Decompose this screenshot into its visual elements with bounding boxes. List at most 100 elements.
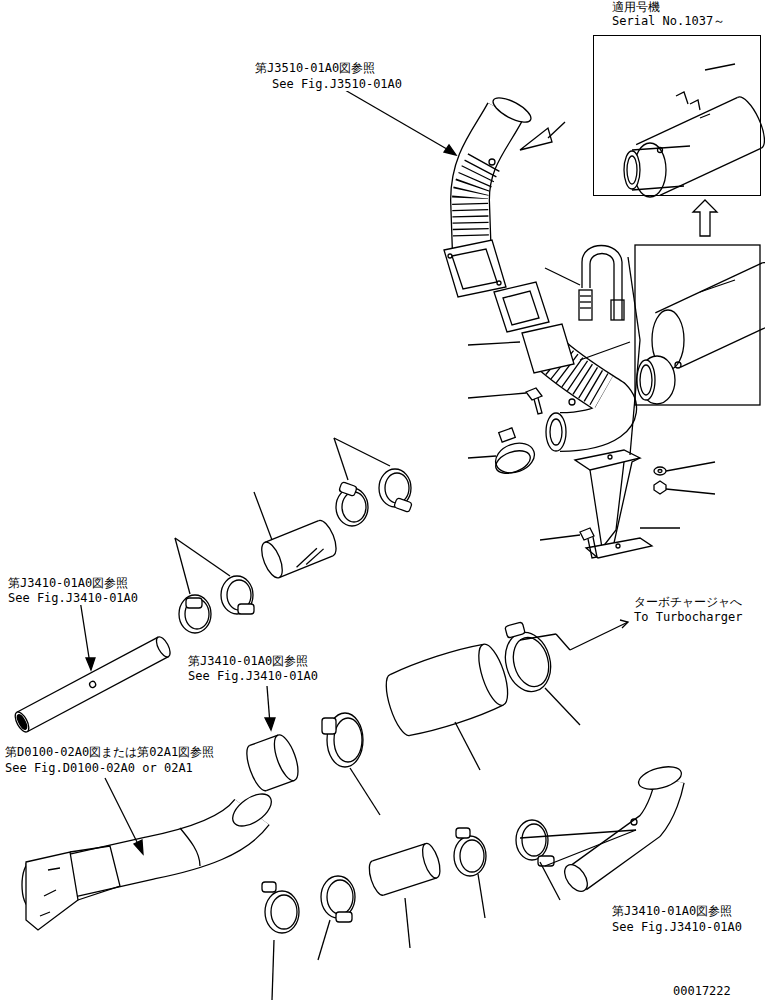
clamp-upper-right <box>499 627 557 696</box>
short-hose <box>303 549 326 565</box>
bottom-clamps <box>336 912 352 922</box>
reference-note: 第J3410-01A0図参照 <box>7 576 129 590</box>
reference-note: To Turbocharger <box>633 610 743 624</box>
long-pipe <box>12 635 172 734</box>
elbow-pipe <box>180 828 200 866</box>
leader-line <box>570 622 628 650</box>
clamp-pair-lower <box>185 599 209 629</box>
serial-inset-box: 適用号機Serial No.1037～ <box>593 0 761 196</box>
leader-line <box>350 768 380 815</box>
bottom-hose <box>366 841 444 897</box>
long-pipe <box>27 657 168 732</box>
clamp-upper-right <box>505 622 525 638</box>
lower-bellows <box>522 324 574 373</box>
clamp-pair-lower <box>221 576 253 614</box>
large-hose <box>381 675 410 739</box>
bottom-clamps <box>327 880 353 914</box>
inset-muffler-lower <box>640 365 652 395</box>
inset-muffler-lower <box>681 317 765 367</box>
elbow-pipe <box>227 788 277 833</box>
reference-note: See Fig.J3410-01A0 <box>187 669 319 683</box>
bottom-pipe <box>560 861 592 896</box>
washer-nut <box>654 467 666 494</box>
bottom-clamps-right <box>454 836 486 876</box>
lower-bellows <box>522 324 617 451</box>
leader-line <box>455 722 480 770</box>
inset-muffler-upper <box>624 64 765 197</box>
upper-hose <box>520 128 552 150</box>
clamp-mid <box>322 713 363 767</box>
short-hose <box>257 518 340 581</box>
gasket <box>503 291 539 325</box>
gasket <box>494 282 549 332</box>
u-bolt <box>611 300 624 320</box>
large-hose <box>410 705 504 738</box>
leader-line <box>175 538 230 576</box>
u-bolt <box>579 246 624 321</box>
washer-nut <box>654 467 666 475</box>
lower-bellows <box>569 399 575 405</box>
lower-bellows <box>546 413 566 451</box>
inset-muffler-lower <box>635 245 765 405</box>
flange <box>448 254 452 258</box>
leader-line <box>345 90 452 152</box>
hose-clamp <box>493 446 534 477</box>
inset-frame <box>593 35 761 196</box>
long-pipe <box>12 635 172 734</box>
long-pipe <box>17 637 169 732</box>
elbow-pipe <box>70 846 120 900</box>
bottom-clamps-right <box>460 840 484 872</box>
inset-muffler-lower <box>762 259 765 318</box>
washer-nut <box>654 481 666 494</box>
leader-line <box>265 718 275 730</box>
leader-line <box>105 778 140 848</box>
pipe-stub <box>242 732 303 793</box>
upper-hose <box>489 159 495 165</box>
leader-line <box>334 438 390 466</box>
drawing-number: 00017222 <box>672 984 732 998</box>
clamp-upper-right <box>508 633 554 690</box>
large-hose <box>389 641 483 674</box>
leader-line <box>468 342 520 345</box>
reference-note: 第D0100-02A0図または第02A1図参照 <box>4 745 215 759</box>
bottom-clamps-right <box>538 856 554 866</box>
inset-muffler-upper <box>636 97 738 144</box>
bottom-clamps <box>262 882 276 892</box>
leader-line <box>666 462 715 471</box>
short-hose <box>257 518 340 581</box>
bottom-pipe <box>578 780 670 878</box>
clamp-pair-upper <box>342 492 366 522</box>
inset-muffler-upper <box>676 92 710 118</box>
leader-line <box>86 658 95 670</box>
elbow-pipe <box>22 788 277 930</box>
leader-line <box>134 840 143 854</box>
leader-line <box>468 393 526 398</box>
leader-line <box>640 527 680 528</box>
pipe-stub <box>242 732 303 793</box>
small-bolt <box>534 398 542 414</box>
reference-note: See Fig.J3410-01A0 <box>7 591 139 605</box>
inset-muffler-lower <box>675 362 681 368</box>
gasket <box>494 282 549 332</box>
flange <box>444 240 506 297</box>
long-pipe <box>89 680 97 688</box>
leader-line <box>545 688 580 725</box>
upper-hose <box>470 112 505 258</box>
bottom-clamps-right <box>454 820 554 876</box>
reference-note: 第J3510-01A0図参照 <box>254 61 376 75</box>
bottom-clamps-right <box>522 824 546 856</box>
bottom-pipe <box>560 763 684 896</box>
inset-arrow <box>693 200 717 236</box>
bottom-hose <box>419 841 443 880</box>
inset-muffler-lower <box>655 263 762 313</box>
leader-line <box>478 874 485 918</box>
leader-line <box>254 492 272 540</box>
leader-line <box>444 145 456 155</box>
flange <box>497 281 501 285</box>
leader-line <box>272 940 274 1000</box>
clamp-mid <box>334 718 362 762</box>
reference-note: 第J3410-01A0図参照 <box>611 904 733 918</box>
clamp-pair-upper <box>339 482 357 497</box>
leader-line <box>520 634 556 640</box>
long-pipe <box>154 635 173 659</box>
